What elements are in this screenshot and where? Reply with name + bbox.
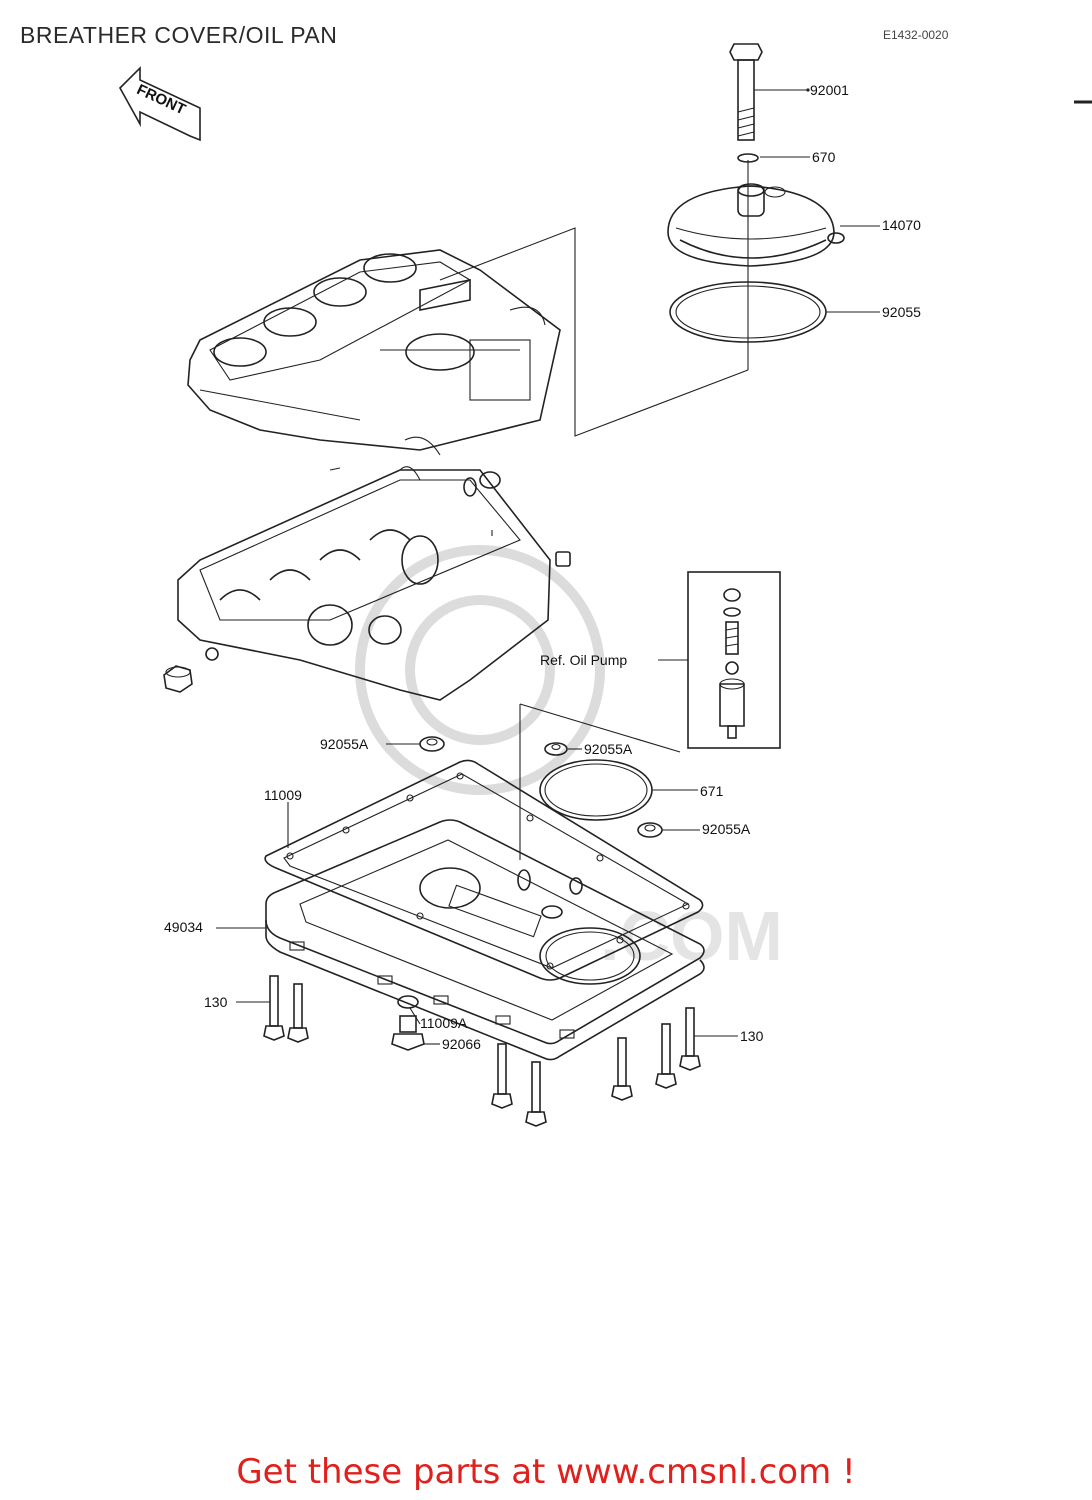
drain-plug-92066: [391, 1015, 425, 1051]
callout-92066: 92066: [442, 1036, 481, 1052]
callout-671: 671: [700, 783, 724, 799]
callout-92055A-right: 92055A: [702, 821, 751, 837]
washer-92055A-right: [637, 822, 663, 838]
watermark-logo: .COM: [355, 545, 783, 975]
washer-92055A-left: [419, 736, 445, 752]
callout-11009A: 11009A: [420, 1015, 468, 1031]
callout-130-left: 130: [204, 994, 228, 1010]
bolts-130: [263, 975, 701, 1127]
gasket-11009: [264, 759, 704, 981]
callout-92001: 92001: [810, 82, 849, 98]
callout-92055A-mid: 92055A: [584, 741, 633, 757]
lower-crankcase: [163, 466, 571, 701]
callout-92055: 92055: [882, 304, 921, 320]
callout-11009: 11009: [264, 787, 302, 803]
breather-cover-14070: [667, 183, 845, 267]
footer-cta: Get these parts at www.cmsnl.com !: [236, 1452, 856, 1492]
callout-ref-oil-pump: Ref. Oil Pump: [540, 652, 627, 668]
washer-92055A-mid: [544, 742, 568, 756]
svg-text:.COM: .COM: [600, 897, 783, 975]
washer-11009A: [397, 995, 419, 1009]
callout-92055A-left: 92055A: [320, 736, 369, 752]
page-title: BREATHER COVER/OIL PAN: [20, 22, 338, 48]
oring-671: [539, 759, 653, 821]
callout-49034: 49034: [164, 919, 203, 935]
oil-pump-reference-box: [687, 571, 781, 749]
oil-pan-49034: [265, 819, 705, 1061]
callout-670: 670: [812, 149, 836, 165]
front-arrow: FRONT: [119, 66, 201, 142]
callout-130-right: 130: [740, 1028, 764, 1044]
upper-crankcase: [187, 249, 561, 456]
diagram-code: E1432-0020: [883, 28, 949, 42]
callout-14070: 14070: [882, 217, 921, 233]
bolt-92001: [729, 43, 763, 141]
